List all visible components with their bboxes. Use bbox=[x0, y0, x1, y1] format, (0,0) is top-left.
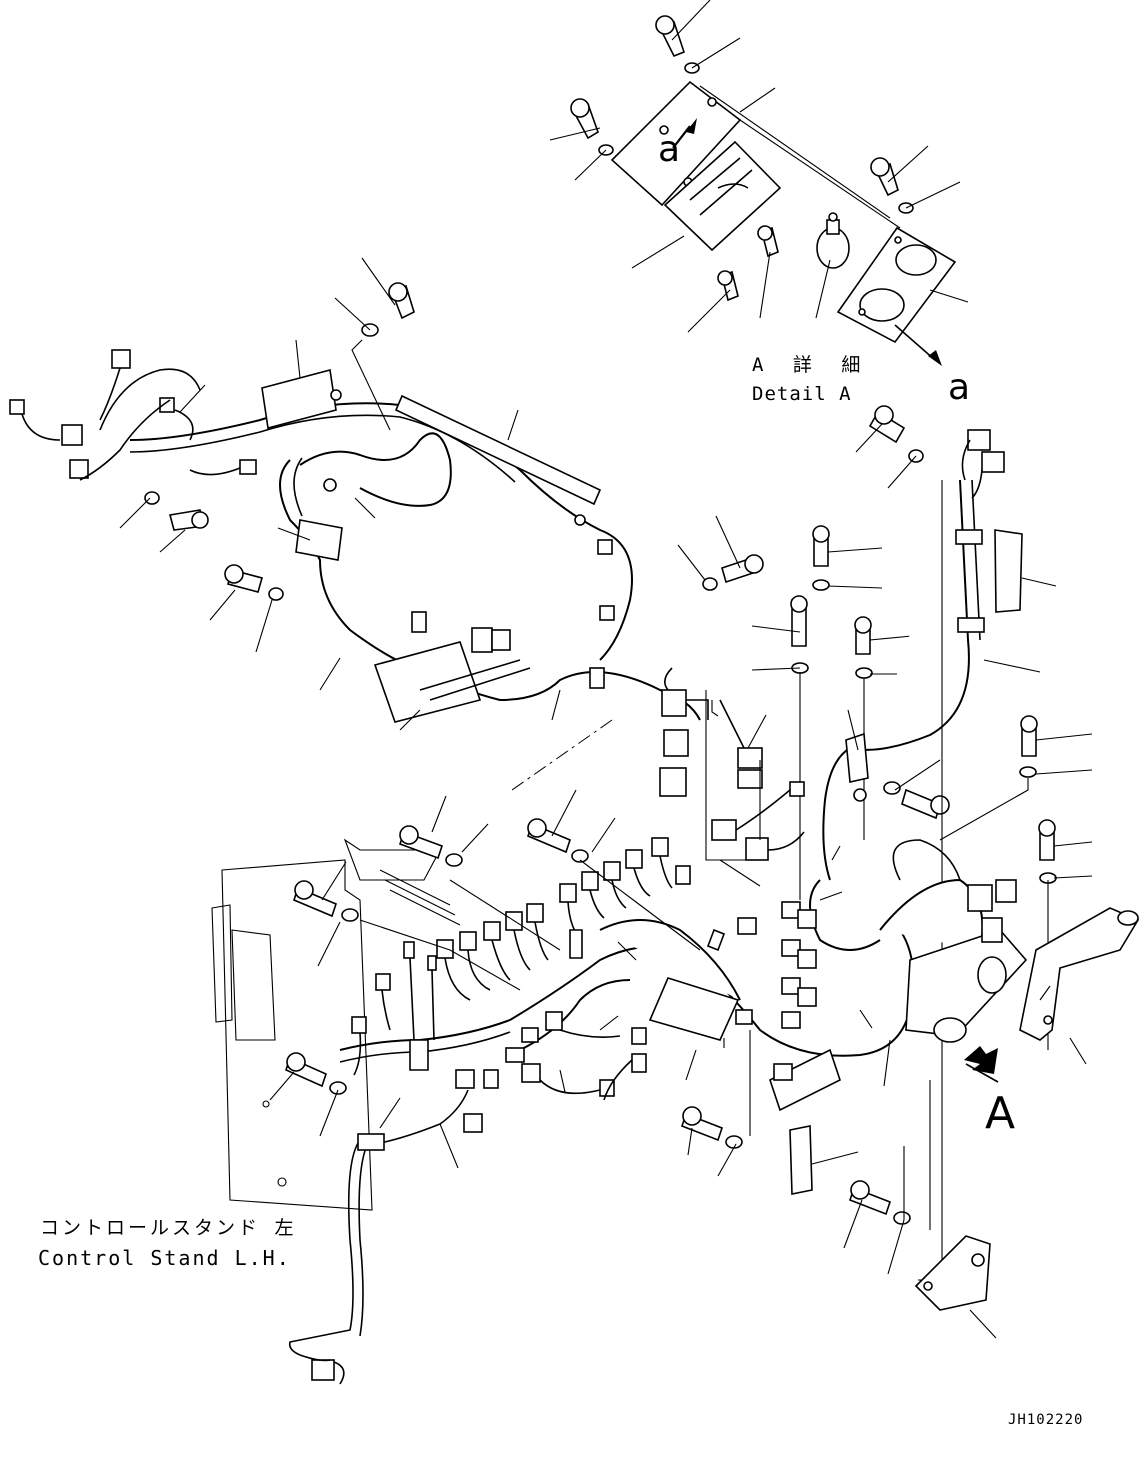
lower-harness-connectors bbox=[351, 837, 817, 1133]
lower-harness-brackets bbox=[914, 907, 1140, 1311]
view-arrow-a bbox=[964, 1046, 999, 1083]
lower-harness-leaders bbox=[269, 690, 1087, 1339]
view-marker-a: A bbox=[985, 1088, 1016, 1139]
detail-a-cover-plate bbox=[610, 80, 782, 252]
detail-a-leader-lines bbox=[549, 0, 969, 366]
center-bolts bbox=[790, 525, 1057, 884]
right-harness-bolts bbox=[868, 405, 924, 463]
control-stand-label-ja: コントロールスタンド 左 bbox=[40, 1217, 297, 1239]
reference-marker-right: a bbox=[948, 367, 971, 408]
upper-harness bbox=[9, 349, 701, 723]
detail-a-title-en: Detail A bbox=[752, 383, 852, 405]
control-stand-lh-outline bbox=[211, 838, 461, 1211]
right-harness-leaders bbox=[847, 423, 1057, 1281]
lower-harness-bolts bbox=[285, 818, 911, 1225]
lower-harness bbox=[339, 839, 1028, 1112]
upper-harness-leaders bbox=[119, 257, 741, 791]
detail-a-bolts bbox=[570, 15, 914, 302]
detail-a-plate-right bbox=[836, 226, 957, 344]
reference-marker-top: a bbox=[658, 129, 681, 170]
upper-harness-bolts bbox=[144, 282, 764, 601]
control-stand-label-en: Control Stand L.H. bbox=[38, 1246, 291, 1270]
lower-long-cable bbox=[288, 1089, 469, 1385]
middle-relays bbox=[659, 667, 805, 861]
detail-a-switch bbox=[816, 212, 850, 269]
detail-a-title-ja: A 詳 細 bbox=[752, 354, 870, 376]
drawing-code: JH102220 bbox=[1008, 1412, 1084, 1428]
right-harness bbox=[822, 429, 1023, 881]
